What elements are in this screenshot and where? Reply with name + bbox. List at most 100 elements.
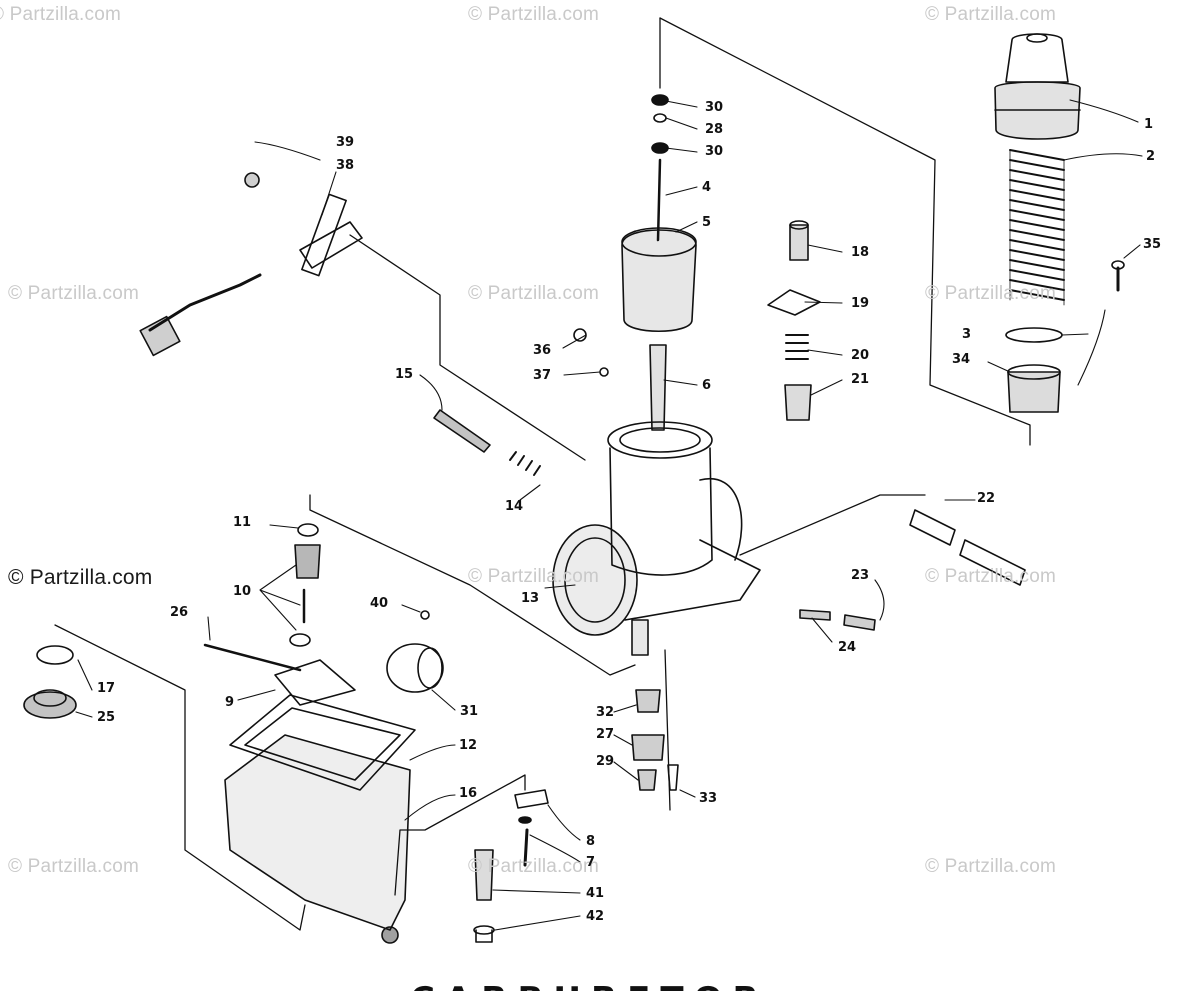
callout-14: 14 (505, 499, 524, 514)
callout-30: 30 (705, 144, 724, 159)
part-22-tube (909, 509, 1026, 586)
watermark: © Partzilla.com (8, 283, 140, 304)
part-24-screw (799, 609, 831, 621)
watermark: © Partzilla.com (925, 4, 1057, 25)
part-4-needle (656, 158, 662, 242)
callout-18: 18 (851, 245, 870, 260)
callout-29: 29 (596, 754, 615, 769)
callout-35: 35 (1143, 237, 1162, 252)
part-34-holder (1007, 364, 1061, 413)
watermark: © Partzilla.com (468, 566, 600, 587)
part-25-plug (23, 689, 77, 719)
part-7-washer (518, 816, 532, 824)
callout-2: 2 (1146, 149, 1156, 164)
part-38-sensor (139, 193, 363, 357)
callout-28: 28 (705, 122, 724, 137)
part-8-bracket (514, 789, 549, 809)
part-7-screw (523, 828, 529, 867)
callout-36: 36 (533, 343, 552, 358)
callout-22: 22 (977, 491, 996, 506)
part-40-pin (420, 610, 430, 620)
callout-6: 6 (702, 378, 712, 393)
part-33-screw (667, 764, 679, 791)
part-2-spring (1009, 149, 1065, 306)
callout-19: 19 (851, 296, 870, 311)
callout-23: 23 (851, 568, 870, 583)
callout-39: 39 (336, 135, 355, 150)
callout-1: 1 (1144, 117, 1154, 132)
callout-41: 41 (586, 886, 605, 901)
part-16-bowl (224, 734, 411, 944)
callout-16: 16 (459, 786, 478, 801)
callout-13: 13 (521, 591, 540, 606)
callout-27: 27 (596, 727, 615, 742)
callout-10: 10 (233, 584, 252, 599)
part-11-washer (297, 523, 319, 537)
watermark: © Partzilla.com (468, 856, 600, 877)
callout-33: 33 (699, 791, 718, 806)
callout-30: 30 (705, 100, 724, 115)
part-14-spring (509, 451, 541, 476)
watermark: © Partzilla.com (925, 566, 1057, 587)
part-29-jet (637, 769, 657, 791)
callout-15: 15 (395, 367, 414, 382)
part-10-oring (289, 633, 311, 647)
callout-5: 5 (702, 215, 712, 230)
callout-25: 25 (97, 710, 116, 725)
diagram-title-text: CARBURETOR (410, 980, 769, 991)
part-26-pin (203, 643, 302, 672)
callout-40: 40 (370, 596, 389, 611)
part-37-clip (599, 367, 609, 377)
part-42-bolt (473, 925, 495, 943)
callout-9: 9 (225, 695, 235, 710)
callout-12: 12 (459, 738, 478, 753)
part-5-slide (621, 227, 697, 333)
part-35-screw (1111, 260, 1125, 292)
part-20-spring (785, 334, 809, 360)
callout-42: 42 (586, 909, 605, 924)
assembly-lines (54, 17, 1031, 931)
part-13-carb-body (552, 421, 761, 656)
callout-17: 17 (97, 681, 116, 696)
diagram-title: CARBURETOR (410, 976, 790, 991)
callout-32: 32 (596, 705, 615, 720)
callout-7: 7 (586, 855, 596, 870)
watermark: © Partzilla.com (468, 4, 600, 25)
callout-31: 31 (460, 704, 479, 719)
callout-11: 11 (233, 515, 252, 530)
callout-38: 38 (336, 158, 355, 173)
callout-34: 34 (952, 352, 971, 367)
part-15-screw (433, 409, 491, 453)
callout-20: 20 (851, 348, 870, 363)
part-17-gasket (36, 645, 74, 665)
callout-21: 21 (851, 372, 870, 387)
part-1-cap (994, 33, 1081, 140)
callout-3: 3 (962, 327, 972, 342)
part-10-valve (294, 544, 321, 579)
callout-8: 8 (586, 834, 596, 849)
watermark: © Partzilla.com (925, 856, 1057, 877)
watermark: © Partzilla.com (468, 283, 600, 304)
part-3-washer (1005, 327, 1063, 343)
callout-26: 26 (170, 605, 189, 620)
callout-4: 4 (702, 180, 712, 195)
part-27-holder (631, 734, 665, 761)
watermark: © Partzilla.com (0, 4, 122, 25)
part-30-28-washers (651, 94, 669, 154)
watermark: © Partzilla.com (8, 856, 140, 877)
part-6-shaft (649, 344, 667, 431)
callout-37: 37 (533, 368, 552, 383)
part-31-float (386, 643, 444, 693)
part-12-gasket (229, 694, 416, 791)
part-36-cap (573, 328, 587, 342)
leader-lines (75, 99, 1143, 931)
callout-24: 24 (838, 640, 857, 655)
watermark: © Partzilla.com (925, 283, 1057, 304)
part-18-jet (789, 220, 809, 261)
watermark-prominent: © Partzilla.com (8, 566, 153, 589)
part-39-screw (244, 172, 260, 188)
part-23-screw (843, 614, 876, 631)
part-41-spacer (474, 849, 494, 901)
